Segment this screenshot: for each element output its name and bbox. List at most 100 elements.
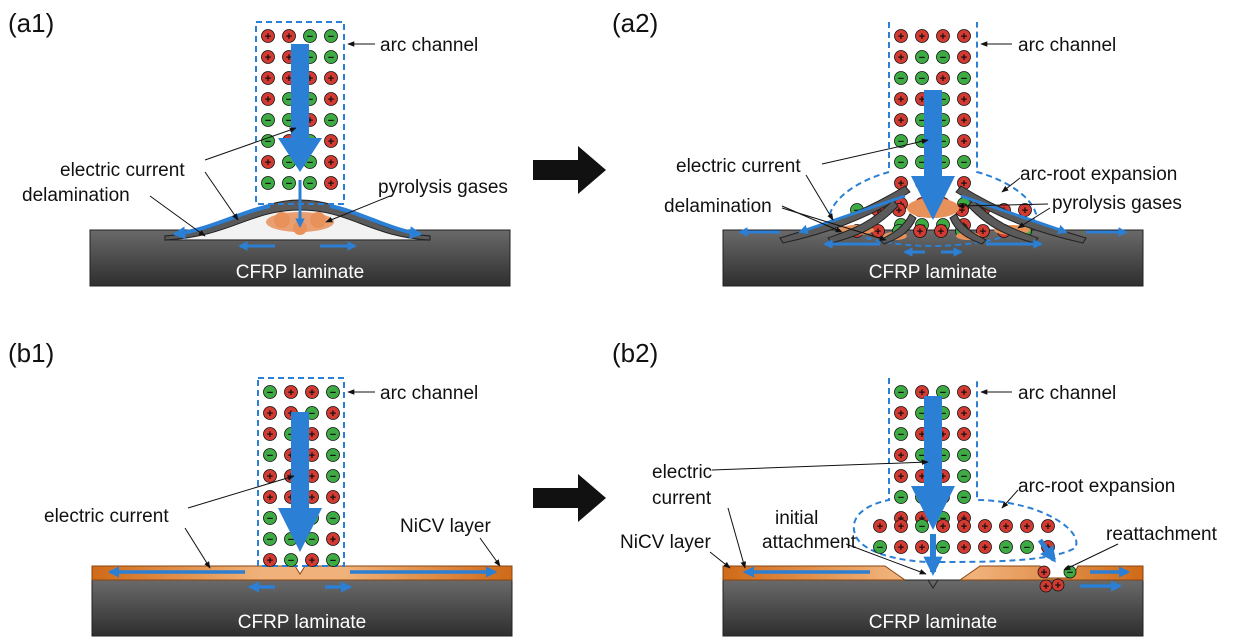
current-arrows-branch-b2 (742, 566, 1131, 592)
negative-ion (324, 113, 338, 127)
positive-ion (261, 71, 275, 85)
positive-ion (261, 92, 275, 106)
negative-ion (261, 134, 275, 148)
positive-ion (934, 224, 948, 238)
positive-ion (263, 490, 277, 504)
positive-sign: + (961, 31, 967, 43)
current-arrowhead-b2 (911, 486, 955, 530)
positive-ion (957, 92, 971, 106)
positive-ion (263, 406, 277, 420)
positive-sign: + (898, 513, 904, 525)
negative-sign: − (286, 157, 292, 169)
positive-ion (915, 29, 929, 43)
negative-sign: − (267, 513, 273, 525)
positive-sign: + (940, 429, 946, 441)
initial-label-2-b2: attachment (762, 532, 857, 553)
negative-ion (957, 448, 971, 462)
arc-channel-b1 (257, 377, 345, 567)
negative-ion (261, 113, 275, 127)
initial-leader-b2 (845, 543, 927, 575)
svg-text:+: + (1043, 581, 1049, 593)
positive-sign: + (328, 73, 334, 85)
positive-sign: + (875, 226, 881, 238)
positive-sign: + (898, 115, 904, 127)
positive-sign: + (898, 521, 904, 533)
negative-ion (326, 469, 340, 483)
positive-ion (915, 385, 929, 399)
positive-ion (324, 155, 338, 169)
laminate-b1: CFRP laminate (91, 579, 513, 637)
current-arrow-reattach-b2 (1037, 538, 1057, 563)
laminate-label-a2: CFRP laminate (869, 262, 997, 283)
positive-ion (305, 385, 319, 399)
negative-sign: − (940, 450, 946, 462)
reattachment-ions-b2: + + + − (1037, 565, 1077, 593)
negative-sign: − (328, 31, 334, 43)
delam-leader-a1 (149, 195, 206, 237)
positive-ion (936, 71, 950, 85)
negative-sign: − (307, 94, 313, 106)
negative-sign: − (919, 115, 925, 127)
initial-label-1-b2: initial (775, 508, 818, 529)
positive-sign: + (898, 450, 904, 462)
negative-ion (936, 385, 950, 399)
positive-sign: + (898, 31, 904, 43)
positive-sign: + (307, 115, 313, 127)
positive-sign: + (265, 73, 271, 85)
positive-sign: + (875, 205, 881, 217)
svg-text:−: − (1067, 567, 1073, 579)
negative-ion (873, 540, 887, 554)
negative-ion (894, 71, 908, 85)
positive-ion (326, 490, 340, 504)
expansion-label-b2: arc-root expansion (1018, 476, 1175, 497)
current-label-a2: electric current (676, 156, 801, 177)
negative-sign: − (286, 94, 292, 106)
gas-leader-2-a2 (1017, 207, 1051, 229)
negative-sign: − (309, 408, 315, 420)
current-arrowhead-b1 (278, 508, 322, 552)
positive-sign: + (286, 31, 292, 43)
negative-sign: − (267, 450, 273, 462)
current-arrows-branch-a2 (738, 194, 1128, 257)
positive-sign: + (938, 226, 944, 238)
positive-ion (894, 540, 908, 554)
negative-sign: − (286, 178, 292, 190)
negative-sign: − (330, 429, 336, 441)
negative-sign: − (898, 73, 904, 85)
gas-leader-1-a2 (957, 203, 1049, 209)
negative-ion (915, 519, 929, 533)
negative-sign: − (267, 534, 273, 546)
negative-sign: − (961, 73, 967, 85)
positive-ion (894, 92, 908, 106)
nicv-label-b2: NiCV layer (620, 532, 711, 553)
positive-sign: + (961, 115, 967, 127)
positive-sign: + (961, 387, 967, 399)
positive-ion (1041, 519, 1055, 533)
positive-ion (261, 29, 275, 43)
current-leader-up-a1 (204, 127, 297, 161)
positive-ion (263, 553, 277, 567)
panel-b1-tag: (b1) (8, 338, 54, 368)
negative-ion (957, 71, 971, 85)
positive-sign: + (877, 521, 883, 533)
positive-sign: + (328, 94, 334, 106)
positive-ion (894, 50, 908, 64)
negative-ion (957, 469, 971, 483)
positive-sign: + (961, 542, 967, 554)
negative-ion (894, 490, 908, 504)
positive-sign: + (940, 471, 946, 483)
positive-sign: + (267, 408, 273, 420)
positive-sign: + (961, 408, 967, 420)
delam-leader-1-a2 (781, 205, 843, 233)
negative-sign: − (919, 52, 925, 64)
negative-sign: − (940, 408, 946, 420)
positive-sign: + (286, 52, 292, 64)
negative-sign: − (898, 387, 904, 399)
positive-sign: + (267, 555, 273, 567)
negative-sign: − (307, 157, 313, 169)
positive-ion (957, 406, 971, 420)
nicv-label-b1: NiCV layer (400, 516, 491, 537)
negative-ion (957, 490, 971, 504)
panel-a2-tag: (a2) (612, 8, 658, 38)
negative-sign: − (961, 157, 967, 169)
